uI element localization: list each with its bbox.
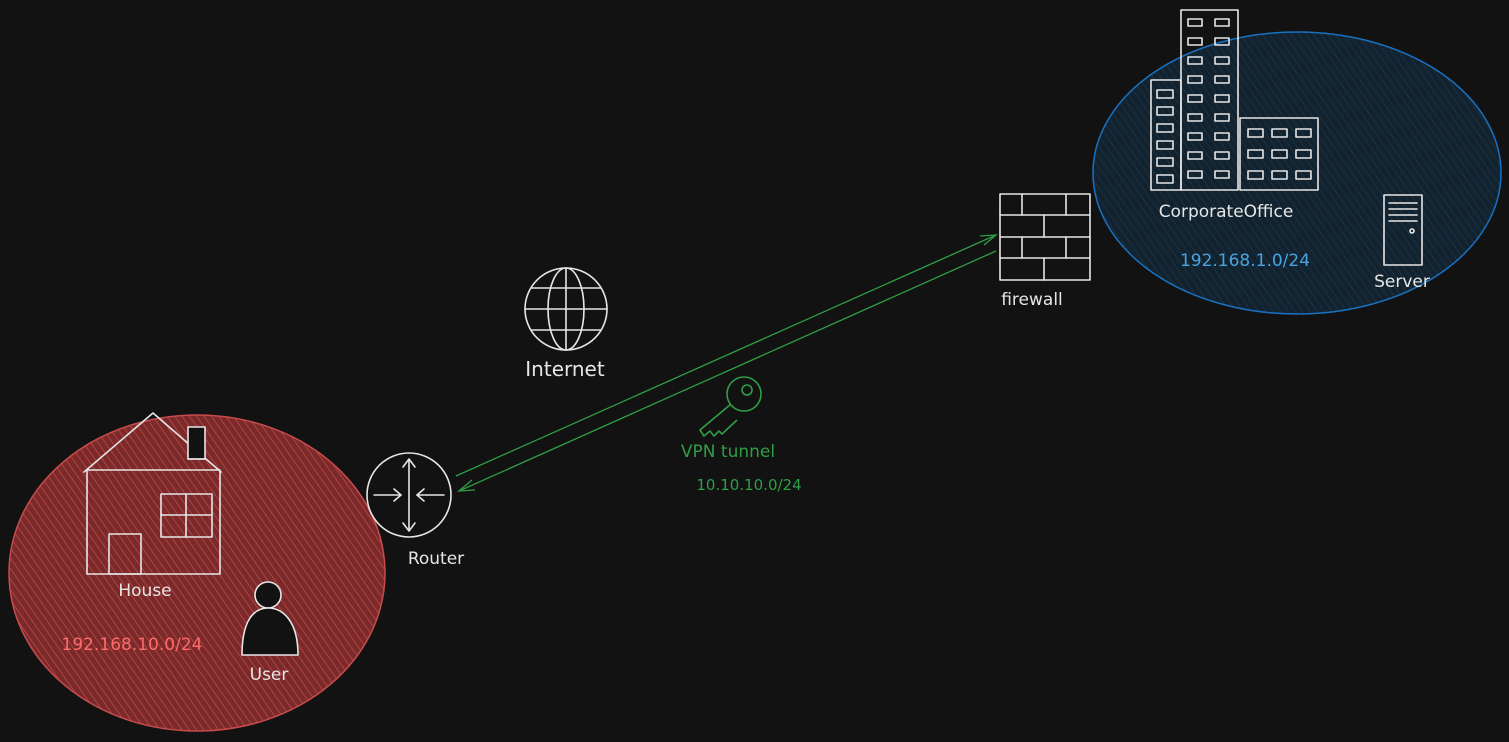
user-icon[interactable] (241, 581, 299, 656)
server-label: Server (1374, 272, 1430, 292)
home-subnet-label: 192.168.10.0/24 (62, 635, 203, 655)
firewall-icon[interactable] (999, 193, 1091, 281)
office-building-icon[interactable] (1150, 9, 1319, 191)
vpn-subnet-label: 10.10.10.0/24 (696, 476, 801, 494)
house-icon[interactable] (83, 412, 222, 575)
router-icon[interactable] (366, 452, 452, 538)
corporate-office-label: CorporateOffice (1159, 202, 1294, 222)
router-label: Router (408, 549, 464, 569)
internet-label: Internet (525, 357, 605, 381)
vpn-tunnel-label: VPN tunnel (681, 442, 775, 462)
house-label: House (118, 581, 171, 601)
corporate-network-zone (1092, 31, 1502, 315)
key-icon (699, 376, 762, 437)
user-label: User (250, 665, 289, 685)
vpn-tunnel-connector[interactable] (455, 234, 998, 492)
firewall-label: firewall (1001, 290, 1063, 310)
home-network-zone (8, 414, 386, 732)
globe-icon[interactable] (524, 267, 608, 351)
server-icon[interactable] (1383, 194, 1423, 266)
corporate-subnet-label: 192.168.1.0/24 (1180, 251, 1310, 271)
